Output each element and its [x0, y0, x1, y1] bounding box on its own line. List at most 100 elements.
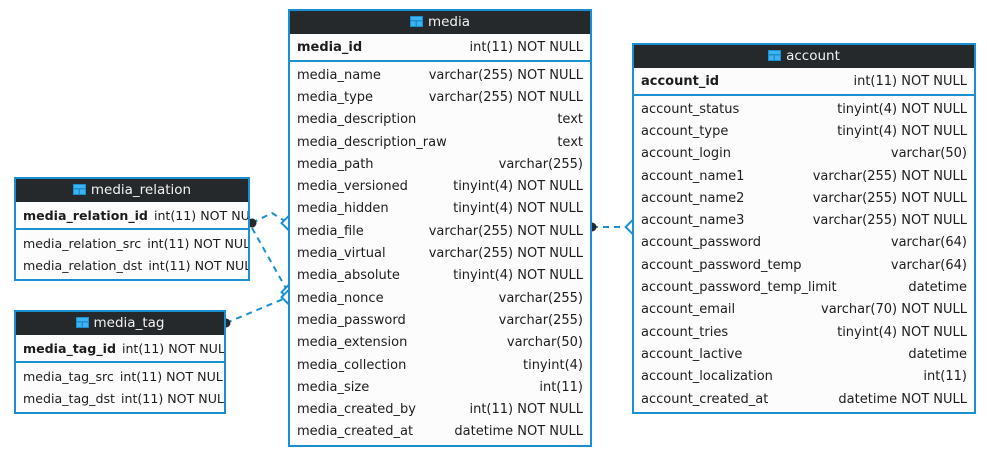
field-type: varchar(70) NOT NULL — [821, 302, 967, 318]
field-type: datetime — [908, 346, 967, 362]
field-row[interactable]: media_relation_src int(11) NOT NULL — [16, 232, 248, 254]
entity-table-account[interactable]: account account_id int(11) NOT NULL acco… — [632, 43, 976, 415]
field-type: tinyint(4) NOT NULL — [837, 123, 967, 139]
field-type: varchar(255) NOT NULL — [428, 246, 583, 262]
field-name: media_file — [297, 223, 364, 239]
primary-key-block: media_relation_id int(11) NOT NULL — [16, 202, 248, 230]
field-row[interactable]: media_created_at datetime NOT NULL — [290, 421, 590, 443]
field-type: datetime — [908, 280, 967, 296]
field-type: int(11) NOT NULL — [147, 235, 250, 251]
field-row[interactable]: media_versioned tinyint(4) NOT NULL — [290, 175, 590, 197]
field-type: varchar(255) — [498, 290, 583, 306]
field-type: tinyint(4) NOT NULL — [837, 324, 967, 340]
connector-line — [251, 211, 289, 224]
entity-header-media: media — [290, 11, 590, 34]
connector-line — [251, 227, 289, 293]
field-name: account_lactive — [641, 346, 743, 362]
field-type: varchar(50) — [506, 335, 583, 351]
field-type: tinyint(4) NOT NULL — [837, 101, 967, 117]
field-row-primary-key[interactable]: media_relation_id int(11) NOT NULL — [16, 202, 248, 228]
field-name: media_description — [297, 112, 417, 128]
field-name: media_password — [297, 312, 406, 328]
field-type: tinyint(4) NOT NULL — [453, 179, 583, 195]
field-type: tinyint(4) NOT NULL — [453, 268, 583, 284]
field-row-primary-key[interactable]: media_tag_id int(11) NOT NULL — [16, 335, 224, 361]
field-type: varchar(255) NOT NULL — [428, 89, 583, 105]
field-type: varchar(255) NOT NULL — [428, 67, 583, 83]
field-name: media_relation_src — [23, 235, 142, 251]
field-name: media_relation_dst — [23, 257, 143, 273]
relationship-media-to-account — [587, 219, 640, 235]
field-name: account_type — [641, 123, 729, 139]
field-name: media_tag_id — [23, 340, 116, 356]
entity-table-media-tag[interactable]: media_tag media_tag_id int(11) NOT NULL … — [14, 310, 226, 414]
field-name: media_relation_id — [23, 207, 148, 223]
field-list: media_relation_src int(11) NOT NULL media… — [16, 230, 248, 279]
field-name: account_password_temp_limit — [641, 280, 837, 296]
field-row-primary-key[interactable]: media_id int(11) NOT NULL — [290, 34, 590, 60]
connector-line — [225, 296, 289, 324]
field-list: account_status tinyint(4) NOT NULL accoun… — [634, 96, 974, 412]
table-icon — [768, 50, 782, 61]
field-type: int(11) NOT NULL — [153, 207, 250, 223]
field-type: datetime NOT NULL — [454, 424, 583, 440]
field-row[interactable]: account_name2 varchar(255) NOT NULL — [634, 187, 974, 209]
field-name: media_versioned — [297, 179, 408, 195]
field-name: media_hidden — [297, 201, 389, 217]
field-type: varchar(64) — [890, 257, 967, 273]
entity-table-media-relation[interactable]: media_relation media_relation_id int(11)… — [14, 177, 250, 281]
field-row[interactable]: media_tag_dst int(11) NOT NULL — [16, 387, 224, 409]
field-type: int(11) NOT NULL — [469, 39, 583, 55]
field-type: int(11) — [539, 379, 583, 395]
field-row-primary-key[interactable]: account_id int(11) NOT NULL — [634, 68, 974, 94]
field-type: text — [557, 134, 583, 150]
field-type: varchar(255) NOT NULL — [812, 190, 967, 206]
field-name: account_status — [641, 101, 740, 117]
field-name: media_tag_dst — [23, 390, 115, 406]
field-row[interactable]: account_lactive datetime — [634, 343, 974, 365]
field-row[interactable]: account_tries tinyint(4) NOT NULL — [634, 321, 974, 343]
field-row[interactable]: media_size int(11) — [290, 376, 590, 398]
field-name: account_name2 — [641, 190, 745, 206]
field-row[interactable]: account_password_temp_limit datetime — [634, 276, 974, 298]
field-row[interactable]: account_status tinyint(4) NOT NULL — [634, 98, 974, 120]
entity-name-account: account — [786, 48, 840, 64]
field-row[interactable]: account_type tinyint(4) NOT NULL — [634, 120, 974, 142]
entity-table-media[interactable]: media media_id int(11) NOT NULL media_na… — [288, 9, 592, 448]
table-icon — [409, 16, 423, 27]
field-name: media_size — [297, 379, 370, 395]
field-type: int(11) NOT NULL — [120, 390, 226, 406]
field-type: varchar(64) — [890, 235, 967, 251]
field-name: account_localization — [641, 369, 773, 385]
field-name: account_tries — [641, 324, 729, 340]
entity-header-account: account — [634, 45, 974, 68]
field-name: media_created_at — [297, 424, 414, 440]
